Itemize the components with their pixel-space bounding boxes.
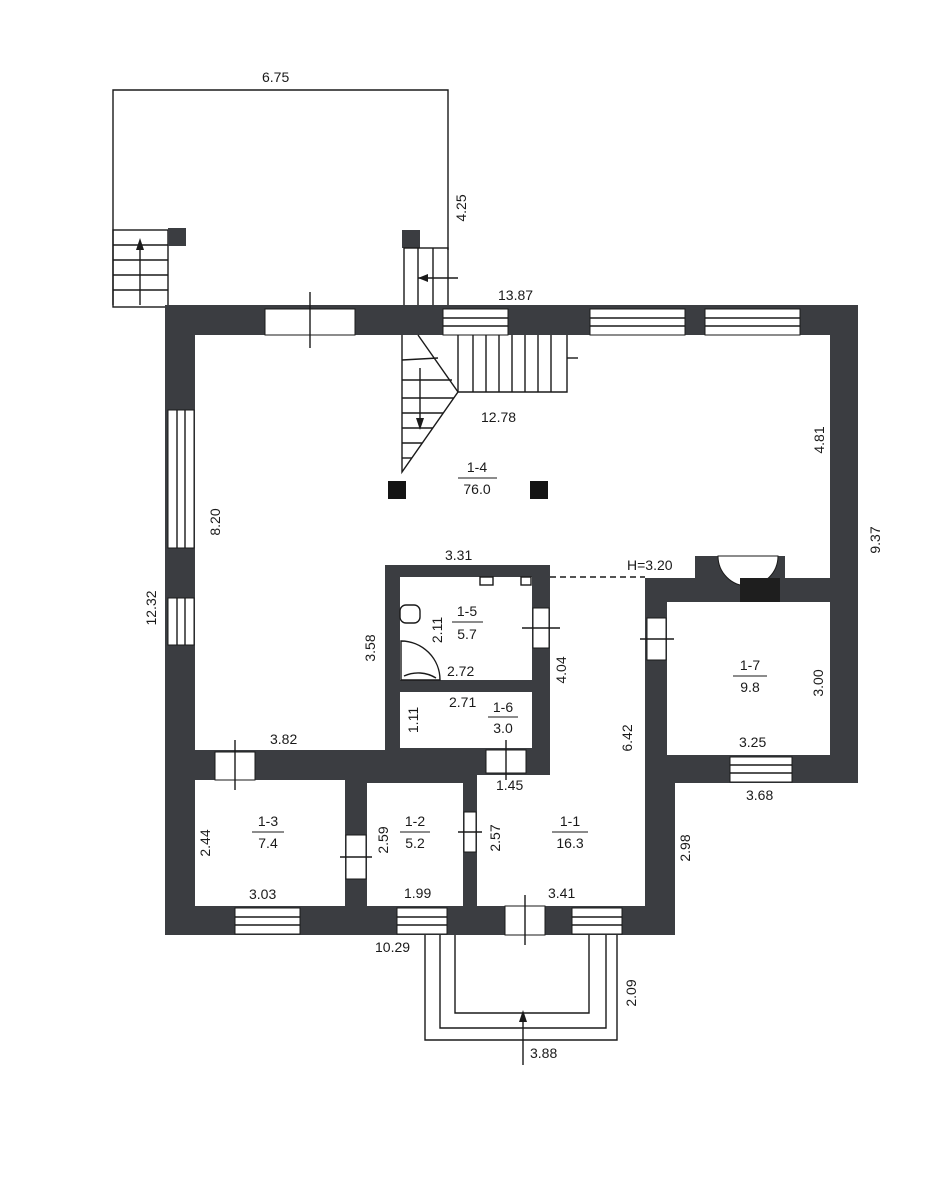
room-label-1-5: 1-5 5.7	[452, 603, 483, 642]
dim-room7-w: 3.25	[739, 734, 766, 750]
svg-text:9.8: 9.8	[740, 679, 760, 695]
dim-room1-h: 2.57	[487, 824, 503, 851]
dim-hall-left-bottom: 3.82	[270, 731, 297, 747]
svg-text:1-1: 1-1	[560, 813, 580, 829]
dim-room7-h: 3.00	[810, 669, 826, 696]
svg-text:1-5: 1-5	[457, 603, 477, 619]
dim-storage-w: 2.71	[449, 694, 476, 710]
bathroom-fixtures	[399, 576, 532, 681]
svg-text:3.0: 3.0	[493, 720, 513, 736]
column-left	[388, 481, 406, 499]
svg-text:76.0: 76.0	[463, 481, 490, 497]
windows	[167, 292, 801, 935]
svg-text:1-3: 1-3	[258, 813, 278, 829]
dim-bath-inner-h: 2.11	[429, 617, 445, 643]
svg-text:5.2: 5.2	[405, 835, 425, 851]
dim-room3-w: 3.03	[249, 886, 276, 902]
dim-porch-depth: 2.09	[623, 979, 639, 1006]
dim-top-wall: 13.87	[498, 287, 533, 303]
dim-room2-w: 1.99	[404, 885, 431, 901]
svg-text:1-7: 1-7	[740, 657, 760, 673]
dim-left-inner: 8.20	[207, 508, 223, 535]
svg-text:5.7: 5.7	[457, 626, 477, 642]
svg-text:1-4: 1-4	[467, 459, 487, 475]
dim-room3-h: 2.44	[197, 829, 213, 856]
column-right	[530, 481, 548, 499]
dim-door-width: 1.45	[496, 777, 523, 793]
porch	[424, 935, 618, 1065]
room-label-1-7: 1-7 9.8	[733, 657, 767, 695]
doors	[214, 607, 674, 945]
dim-hall-corridor: 6.42	[619, 724, 635, 751]
dim-right-upper: 4.81	[811, 426, 827, 453]
dim-room2-h: 2.59	[375, 826, 391, 853]
room-label-1-4: 1-4 76.0	[458, 459, 497, 497]
svg-text:1-2: 1-2	[405, 813, 425, 829]
staircase	[401, 334, 578, 475]
dim-bath-left: 3.58	[362, 634, 378, 661]
dim-terrace-depth: 4.25	[453, 194, 469, 221]
dim-bath-right: 4.04	[553, 656, 569, 683]
dim-room7-outer-w: 3.68	[746, 787, 773, 803]
dim-ceiling-height: H=3.20	[627, 557, 673, 573]
svg-text:7.4: 7.4	[258, 835, 278, 851]
dim-hall-inner-width: 12.78	[481, 409, 516, 425]
dim-porch-width: 3.88	[530, 1045, 557, 1061]
fireplace	[717, 555, 780, 602]
dim-terrace-width: 6.75	[262, 69, 289, 85]
dim-bath-inner-w: 2.72	[447, 663, 474, 679]
room-label-1-1: 1-1 16.3	[552, 813, 588, 851]
interior-walls	[165, 556, 830, 933]
dim-left-total: 12.32	[143, 590, 159, 625]
room-label-1-2: 1-2 5.2	[400, 813, 430, 851]
dim-room1-w: 3.41	[548, 885, 575, 901]
dim-right-total: 9.37	[867, 526, 883, 553]
svg-text:16.3: 16.3	[556, 835, 583, 851]
dim-storage-h: 1.11	[405, 707, 421, 733]
dim-bath-top: 3.31	[445, 547, 472, 563]
room-label-1-6: 1-6 3.0	[488, 699, 518, 736]
terrace	[112, 89, 458, 308]
room-label-1-3: 1-3 7.4	[252, 813, 284, 851]
svg-text:1-6: 1-6	[493, 699, 513, 715]
dim-bottom-total: 10.29	[375, 939, 410, 955]
dim-right-lower: 2.98	[677, 834, 693, 861]
